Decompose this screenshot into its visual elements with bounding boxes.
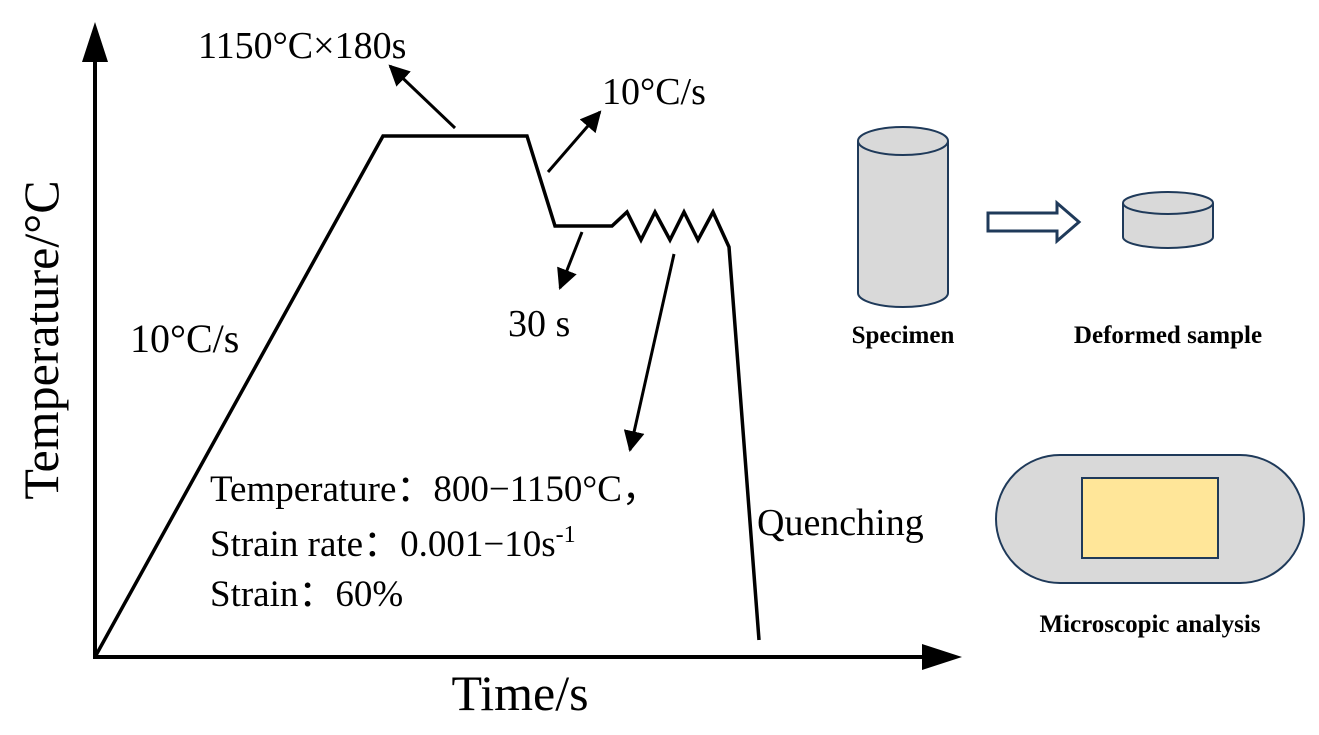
x-axis-arrow	[922, 644, 962, 670]
condition-strain-rate: Strain rate：0.001−10s-1	[210, 522, 576, 565]
x-axis-label: Time/s	[451, 665, 588, 721]
specimen-label: Specimen	[852, 322, 955, 349]
microscopic-analysis-label: Microscopic analysis	[1039, 611, 1260, 638]
hold-pointer-arrow	[557, 231, 584, 290]
deformed-sample	[1122, 191, 1214, 249]
deformed-sample-label: Deformed sample	[1074, 322, 1262, 349]
specimen-cylinder	[857, 126, 949, 308]
condition-strain-rate-text: Strain rate：0.001−10s	[210, 524, 556, 565]
thermal-profile-line	[93, 134, 761, 658]
cooling-rate-label: 10°C/s	[602, 71, 706, 113]
condition-temperature: Temperature：800−1150°C，	[210, 469, 659, 510]
quenching-label: Quenching	[757, 502, 924, 544]
transformation-arrow	[986, 199, 1082, 245]
soak-pointer-arrow	[388, 64, 457, 130]
y-axis-arrow	[82, 22, 108, 62]
deformation-pointer-arrow	[623, 253, 676, 453]
heating-rate-label: 10°C/s	[130, 316, 239, 361]
hold-time-label: 30 s	[508, 303, 570, 345]
condition-strain: Strain：60%	[210, 574, 403, 615]
condition-strain-rate-exponent: -1	[556, 522, 576, 548]
observed-region	[1081, 477, 1219, 559]
y-axis-label: Temperature/°C	[13, 180, 69, 499]
cooling-pointer-arrow	[546, 110, 602, 173]
soak-label: 1150°C×180s	[198, 25, 406, 67]
